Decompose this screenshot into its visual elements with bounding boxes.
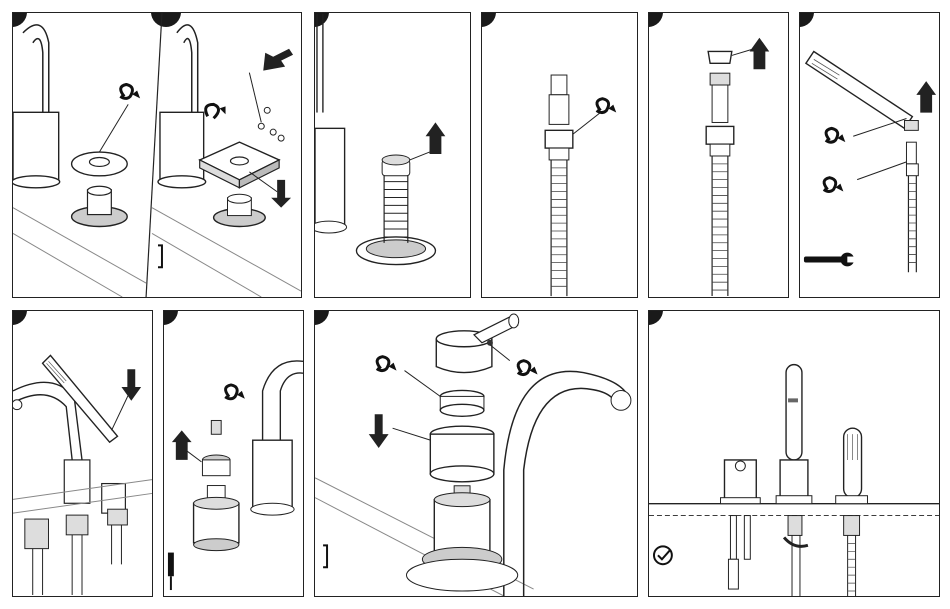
wrench-icon <box>804 253 856 267</box>
step-9-illustration <box>315 311 637 596</box>
arrow-up-icon <box>750 38 770 70</box>
panel-step-7 <box>12 310 153 597</box>
rotate-counterclockwise-icon <box>826 128 846 142</box>
step-4-illustration <box>482 13 637 297</box>
rotate-counterclockwise-icon <box>518 361 538 375</box>
rotate-counterclockwise-icon <box>377 357 397 371</box>
step-1-2-illustration <box>13 13 301 297</box>
panel-step-6 <box>799 12 940 298</box>
panel-step-9 <box>314 310 638 597</box>
panel-step-3 <box>314 12 471 298</box>
arrow-down-icon <box>263 49 293 71</box>
spout-right-illustration <box>158 25 206 188</box>
step-6-illustration <box>800 13 939 297</box>
rotate-counterclockwise-icon <box>120 84 140 98</box>
arrow-down-icon <box>271 180 291 208</box>
arrow-down-icon <box>121 369 141 401</box>
rotate-counterclockwise-icon <box>225 385 245 399</box>
step-3-illustration <box>315 13 470 297</box>
panel-step-1-2 <box>12 12 302 298</box>
panel-step-4 <box>481 12 638 298</box>
arrow-down-icon <box>369 414 389 448</box>
rotate-counterclockwise-icon <box>206 104 226 118</box>
panel-step-8 <box>163 310 304 597</box>
step-8-illustration <box>164 311 303 596</box>
panel-step-5 <box>648 12 789 298</box>
arrow-up-icon <box>426 122 446 154</box>
arrow-up-icon <box>916 81 936 113</box>
screwdriver-icon <box>168 553 174 590</box>
spout-left-illustration <box>13 25 60 188</box>
hex-key-icon <box>158 245 162 267</box>
hex-key-icon <box>323 545 327 567</box>
rotate-counterclockwise-icon <box>824 178 844 192</box>
step-7-illustration <box>13 311 152 596</box>
arrow-up-icon <box>172 430 192 460</box>
step-10-illustration <box>649 311 939 596</box>
step-5-illustration <box>649 13 788 297</box>
rotate-counterclockwise-icon <box>597 99 617 113</box>
checkmark-icon <box>654 546 672 564</box>
handshower-illustration <box>806 51 912 128</box>
panel-step-10 <box>648 310 940 597</box>
